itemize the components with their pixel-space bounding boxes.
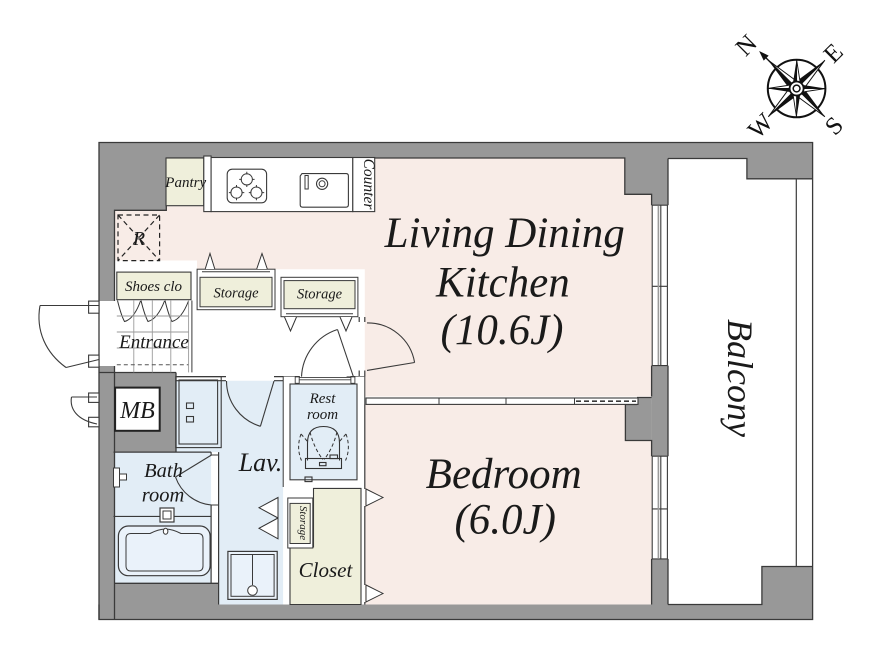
svg-text:W: W: [743, 108, 779, 144]
svg-text:Storage: Storage: [297, 287, 343, 303]
svg-text:S: S: [820, 112, 849, 141]
svg-text:Entrance: Entrance: [118, 332, 189, 353]
svg-text:(10.6J): (10.6J): [441, 307, 564, 354]
svg-text:Lav.: Lav.: [238, 448, 283, 477]
svg-text:E: E: [819, 39, 849, 69]
svg-text:Rest: Rest: [309, 391, 337, 407]
svg-text:Bath: Bath: [144, 460, 183, 482]
svg-text:Pantry: Pantry: [164, 175, 206, 191]
svg-text:room: room: [307, 407, 338, 423]
svg-text:Storage: Storage: [213, 286, 259, 302]
svg-text:N: N: [731, 30, 763, 62]
svg-text:R: R: [132, 228, 145, 250]
svg-text:Living Dining: Living Dining: [384, 210, 625, 257]
svg-text:Storage: Storage: [297, 506, 309, 540]
svg-text:Closet: Closet: [299, 558, 354, 582]
svg-text:room: room: [142, 485, 185, 507]
svg-text:(6.0J): (6.0J): [454, 497, 555, 544]
svg-text:MB: MB: [119, 398, 155, 424]
svg-text:Kitchen: Kitchen: [435, 259, 570, 306]
svg-text:Shoes clo: Shoes clo: [125, 279, 183, 295]
svg-text:Bedroom: Bedroom: [426, 451, 582, 498]
svg-text:Balcony: Balcony: [720, 319, 760, 437]
svg-text:Counter: Counter: [360, 159, 377, 211]
